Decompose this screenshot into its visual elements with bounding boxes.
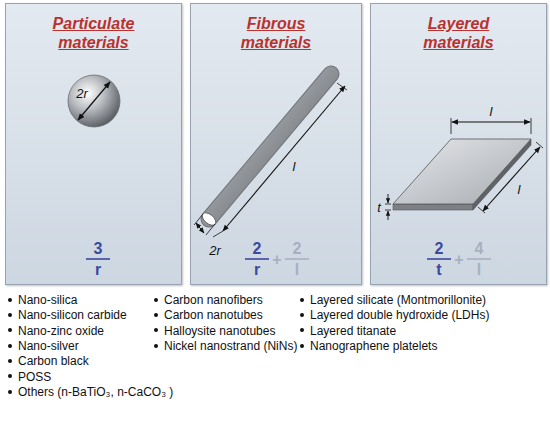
material-name: Carbon nanofibers [164,293,263,307]
material-name: Carbon black [18,354,89,368]
material-name: Nickel nanostrand (NiNs) [164,339,297,353]
panel-heading: Layered materials [399,14,519,52]
bullet-dot [8,313,12,317]
bullet-dot [8,390,12,394]
dimension-label: l [293,160,296,173]
material-name: Layered double hydroxide (LDHs) [310,308,489,322]
dimension-label: l [518,183,521,196]
material-panel: Layered materials l l t 2 t +4 l [370,3,547,285]
material-name: Nanographene platelets [310,339,437,353]
bullet-dot [300,298,304,302]
bullet-dot [8,344,12,348]
bullet-dot [154,313,158,317]
dimension-label: t [377,201,381,214]
bullet-dot [300,328,304,332]
material-name: Nano-silver [18,339,79,353]
dimension-label: 2r [76,87,88,100]
formula-term: 2 [293,241,302,257]
panel-heading: Fibrous materials [216,14,336,52]
material-panel: Particulate materials 2r 3 r [5,3,182,285]
bullet-dot [154,328,158,332]
material-name: Others (n-BaTiO₃, n-CaCO₃ ) [18,385,173,399]
bullet-dot [8,359,12,363]
material-name: Halloysite nanotubes [164,324,275,338]
list-item: Layered double hydroxide (LDHs) [297,308,489,322]
bullet-dot [8,374,12,378]
formula-term: l [295,262,299,278]
bullet-dot [300,313,304,317]
material-name: Carbon nanotubes [164,308,263,322]
material-panel: Fibrous materialsl2r2r+2l [190,3,362,285]
formula-term: 4 [475,241,484,257]
panel-heading: Particulate materials [34,14,154,52]
list-item: Nano-silicon carbide [5,308,127,322]
material-name: Layered silicate (Montmorillonite) [310,293,486,307]
formula-term: t [436,262,441,278]
list-item: Layered titanate [297,324,396,338]
bullet-dot [8,328,12,332]
bullet-dot [300,344,304,348]
list-item: Nano-silica [5,293,77,307]
list-item: Nanographene platelets [297,339,437,353]
bullet-dot [154,298,158,302]
dimension-label: l [490,105,493,118]
formula-term: 3 [94,241,103,257]
material-name: Nano-silicon carbide [18,308,127,322]
bullet-dot [8,298,12,302]
list-item: Nano-silver [5,339,79,353]
list-item: Halloysite nanotubes [151,324,275,338]
list-item: Others (n-BaTiO₃, n-CaCO₃ ) [5,385,173,399]
dimension-label: 2r [209,244,221,257]
formula-term: 2 [253,241,262,257]
formula-term: + [454,252,463,268]
list-item: Nano-zinc oxide [5,324,104,338]
formula-term: r [254,262,260,278]
bullet-dot [154,344,158,348]
formula-term: 2 [435,241,444,257]
formula-term: + [272,252,281,268]
formula-term: r [95,262,101,278]
list-item: Carbon black [5,354,89,368]
list-item: Carbon nanotubes [151,308,263,322]
list-item: Layered silicate (Montmorillonite) [297,293,486,307]
material-name: Nano-silica [18,293,77,307]
list-item: Carbon nanofibers [151,293,263,307]
list-item: POSS [5,370,51,384]
material-name: Layered titanate [310,324,396,338]
material-name: POSS [18,370,51,384]
list-item: Nickel nanostrand (NiNs) [151,339,297,353]
formula-term: l [477,262,481,278]
material-name: Nano-zinc oxide [18,324,104,338]
